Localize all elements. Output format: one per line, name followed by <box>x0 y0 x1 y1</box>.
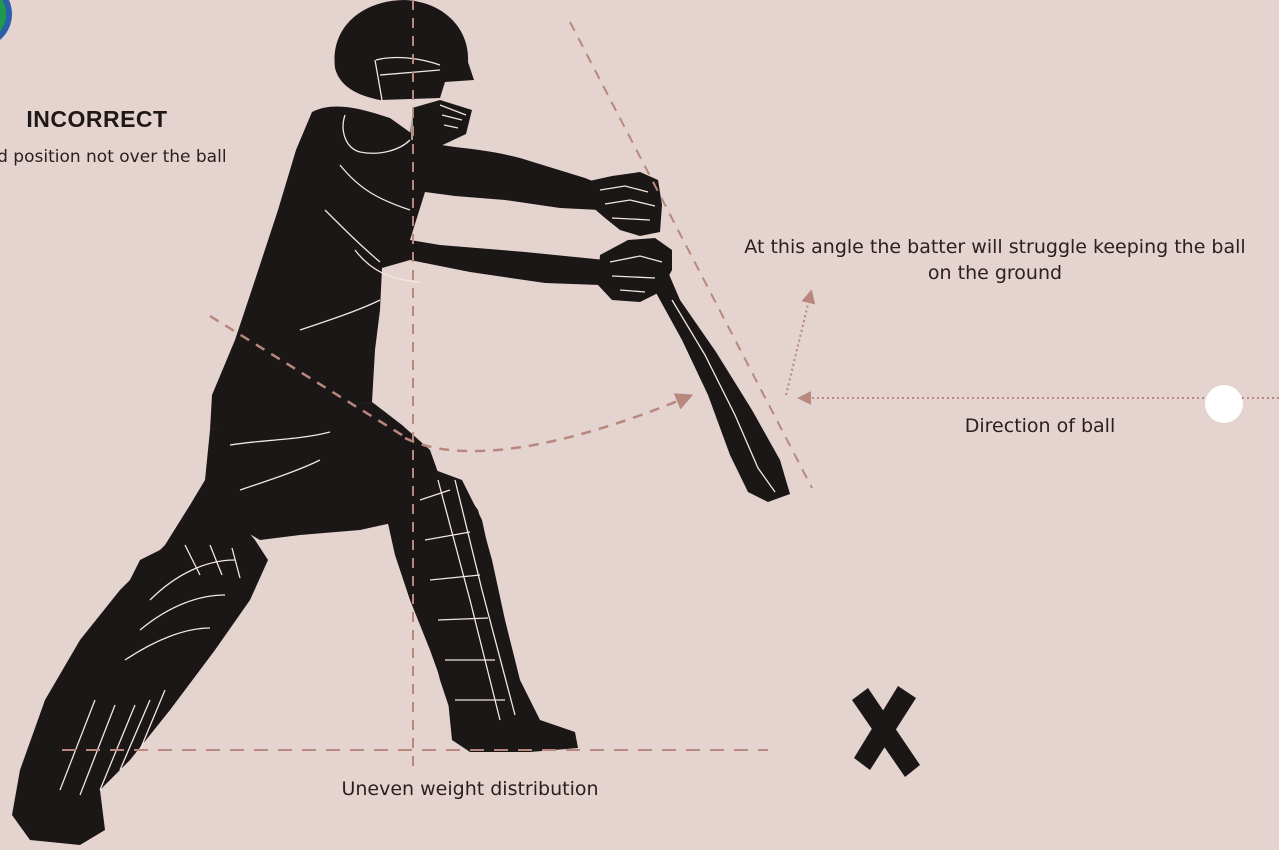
front-leg-pad <box>400 470 532 735</box>
cricket-ball-icon <box>1205 385 1243 423</box>
bat <box>648 272 790 502</box>
bat-angle-annotation: At this angle the batter will struggle k… <box>730 234 1260 286</box>
verdict-title: INCORRECT <box>0 106 212 133</box>
ball-direction-label: Direction of ball <box>920 414 1160 438</box>
weight-distribution-label: Uneven weight distribution <box>290 777 650 801</box>
cross-mark-icon <box>852 686 920 777</box>
circle-badge-icon <box>0 0 12 48</box>
verdict-description: Head position not over the ball <box>0 146 230 168</box>
top-glove <box>585 172 662 236</box>
swing-arc-arrow <box>405 396 690 451</box>
torso <box>210 106 610 430</box>
helmet <box>335 0 474 100</box>
deflection-arrow <box>786 292 811 395</box>
